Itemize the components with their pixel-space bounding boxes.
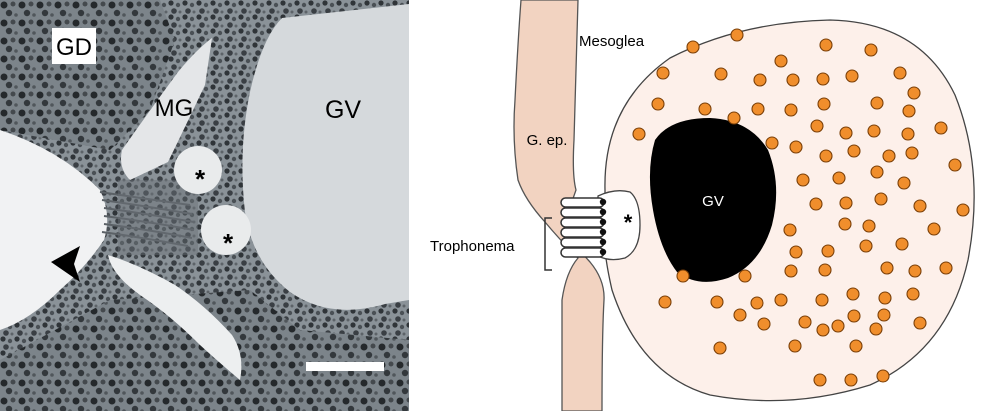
trophonema-zone [118, 180, 198, 255]
scale-bar [306, 362, 384, 371]
mesoglea-label: Mesoglea [579, 33, 645, 50]
gep-label: G. ep. [527, 132, 568, 149]
asterisk-upper: * [195, 164, 206, 194]
gv-photo-label: GV [325, 96, 361, 124]
gv-schematic-label: GV [702, 193, 724, 210]
bleb-asterisk: * [624, 210, 633, 235]
trophonema-label: Trophonema [430, 238, 515, 255]
micrograph-panel: GD MG GV * * [0, 0, 409, 411]
trophonema-connections [561, 198, 604, 257]
mg-label: MG [155, 95, 194, 122]
schematic-panel: Mesoglea G. ep. Trophonema GV * [430, 0, 974, 411]
germinal-vesicle-photo [242, 4, 409, 310]
gd-label: GD [56, 34, 92, 61]
asterisk-lower: * [223, 228, 234, 258]
